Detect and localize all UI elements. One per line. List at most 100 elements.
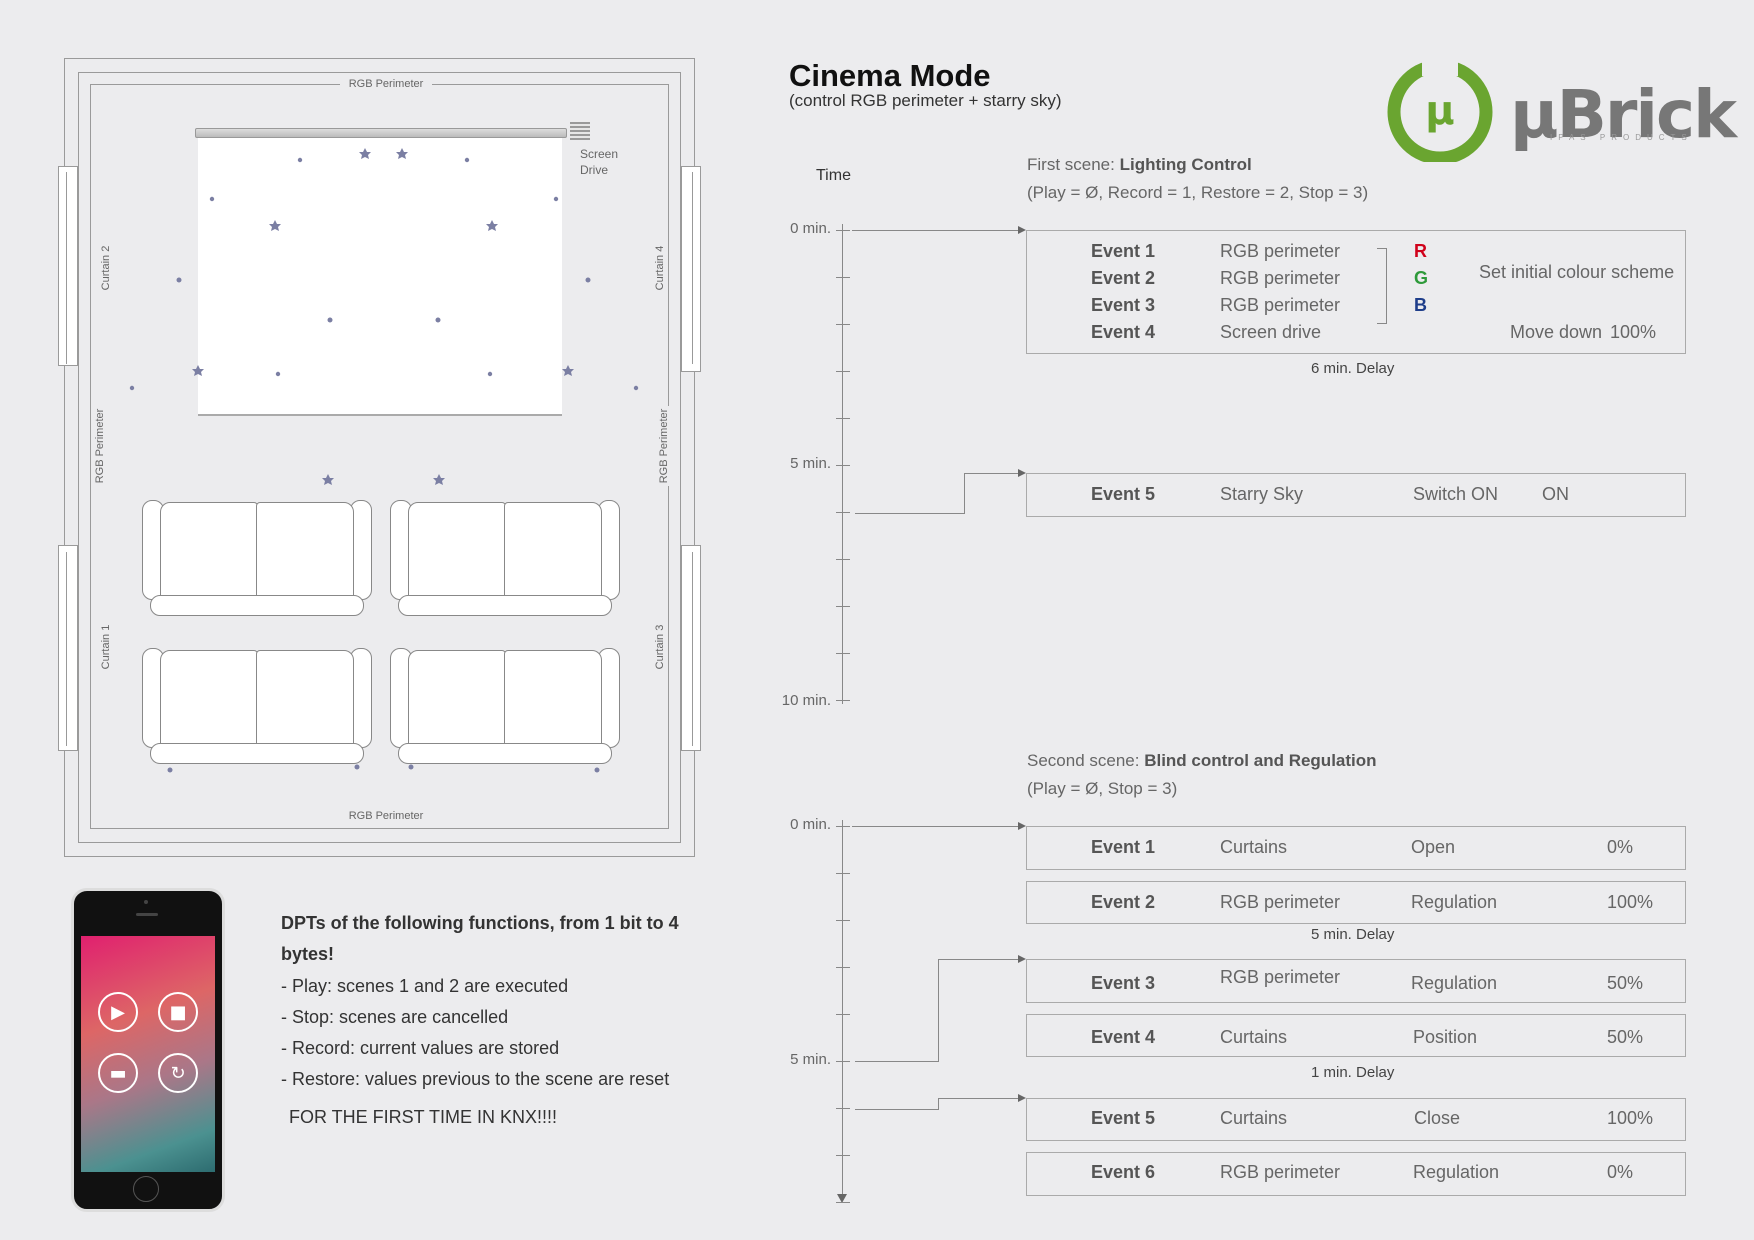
phone-screen bbox=[81, 936, 215, 1172]
stop-button[interactable]: ■ bbox=[158, 992, 198, 1032]
projection-screen bbox=[198, 130, 562, 416]
scene2-event6-action: Regulation bbox=[1413, 1162, 1500, 1182]
minute-tick bbox=[836, 371, 850, 372]
screen-drive-icon bbox=[570, 122, 590, 140]
scene1-event2-name: Event 2 bbox=[1091, 268, 1156, 288]
minute-tick bbox=[836, 700, 850, 701]
star-icon bbox=[297, 157, 303, 163]
star-icon bbox=[275, 371, 281, 377]
scene1-event3-target: RGB perimeter bbox=[1220, 295, 1341, 315]
floor-plan-middle-wall bbox=[78, 72, 681, 843]
rgb-perimeter-bottom-label: RGB Perimeter bbox=[340, 811, 432, 822]
scene2-event2-action: Regulation bbox=[1411, 892, 1498, 912]
minute-tick bbox=[836, 967, 850, 968]
phone-home-button bbox=[133, 1176, 159, 1202]
scene2-event3-box bbox=[1026, 959, 1686, 1003]
scene2-event6-box bbox=[1026, 1152, 1686, 1196]
scene2-connector-5b bbox=[938, 1098, 939, 1110]
record-button[interactable]: ▬ bbox=[98, 1053, 138, 1093]
scene2-event2-target: RGB perimeter bbox=[1220, 892, 1341, 912]
star-icon bbox=[553, 196, 559, 202]
dpt-line-stop: - Stop: scenes are cancelled bbox=[281, 1007, 509, 1027]
page-subtitle: (control RGB perimeter + starry sky) bbox=[789, 91, 1062, 110]
scene2-connector-3c bbox=[938, 959, 1020, 960]
scene1-event4-target: Screen drive bbox=[1220, 322, 1322, 342]
scene2-event1-target: Curtains bbox=[1220, 837, 1288, 857]
screen-value: 100% bbox=[1610, 322, 1657, 342]
channel-r: R bbox=[1414, 241, 1427, 261]
minute-tick bbox=[836, 1155, 850, 1156]
phone-camera bbox=[144, 900, 148, 904]
scene1-event4-name: Event 4 bbox=[1091, 322, 1156, 342]
logo-tagline: IPAS PRODUCTS bbox=[1550, 133, 1693, 142]
arrow-down-icon bbox=[837, 1194, 847, 1203]
curtain-4-line bbox=[692, 172, 693, 364]
scene2-delay-2: 1 min. Delay bbox=[1311, 1064, 1395, 1081]
scene2-controls: (Play = Ø, Stop = 3) bbox=[1027, 779, 1178, 798]
scene2-event3-target: RGB perimeter bbox=[1220, 967, 1341, 987]
scene2-event4-value: 50% bbox=[1607, 1027, 1644, 1047]
curtain-2-line bbox=[66, 172, 67, 364]
scene2-tick-0: 0 min. bbox=[790, 816, 831, 833]
scene2-event3-value: 50% bbox=[1607, 973, 1644, 993]
scene2-event1-name: Event 1 bbox=[1091, 837, 1156, 857]
scene1-event3-name: Event 3 bbox=[1091, 295, 1156, 315]
dpt-line-record: - Record: current values are stored bbox=[281, 1038, 560, 1058]
minute-tick bbox=[836, 873, 850, 874]
star-icon bbox=[594, 767, 600, 773]
dpt-line-restore: - Restore: values previous to the scene … bbox=[281, 1069, 670, 1089]
logo-wordmark: µBrick bbox=[1510, 76, 1737, 153]
scene2-event4-action: Position bbox=[1413, 1027, 1478, 1047]
channel-g: G bbox=[1414, 268, 1429, 288]
window-right-bottom bbox=[681, 545, 701, 751]
scene1-delay: 6 min. Delay bbox=[1311, 360, 1395, 377]
scene2-delay-1: 5 min. Delay bbox=[1311, 926, 1395, 943]
scene2-event3-action: Regulation bbox=[1411, 973, 1498, 993]
scene2-event6-value: 0% bbox=[1607, 1162, 1634, 1182]
restore-button[interactable]: ↻ bbox=[158, 1053, 198, 1093]
scene2-connector-0 bbox=[852, 826, 1022, 827]
star-icon bbox=[269, 220, 281, 231]
scene2-event6-name: Event 6 bbox=[1091, 1162, 1156, 1182]
star-icon bbox=[435, 317, 441, 323]
scene1-controls: (Play = Ø, Record = 1, Restore = 2, Stop… bbox=[1027, 183, 1369, 202]
scene1-title: First scene: Lighting Control bbox=[1027, 151, 1252, 178]
star-icon bbox=[209, 196, 215, 202]
play-button[interactable]: ▶ bbox=[98, 992, 138, 1032]
time-axis-label: Time bbox=[816, 167, 851, 184]
curtain-3-line bbox=[692, 552, 693, 746]
star-icon bbox=[322, 474, 334, 485]
scene2-connector-5c bbox=[938, 1098, 1020, 1099]
scene1-tick-5: 5 min. bbox=[790, 455, 831, 472]
scene1-time-axis bbox=[842, 224, 843, 704]
star-icon bbox=[327, 317, 333, 323]
scene2-event4-name: Event 4 bbox=[1091, 1027, 1156, 1047]
scene2-event5-name: Event 5 bbox=[1091, 1108, 1156, 1128]
floor-plan-outer-wall bbox=[64, 58, 695, 857]
scene1-connector-0 bbox=[852, 230, 1022, 231]
sofa-back-right bbox=[390, 648, 620, 764]
svg-text:µ: µ bbox=[1425, 88, 1454, 134]
ubrick-logo-icon: µ bbox=[1387, 62, 1493, 162]
star-icon bbox=[354, 764, 360, 770]
scene2-event5-box bbox=[1026, 1098, 1686, 1141]
window-right-top bbox=[681, 166, 701, 372]
star-icon bbox=[486, 220, 498, 231]
scene1-tick-0: 0 min. bbox=[790, 220, 831, 237]
star-icon bbox=[633, 385, 639, 391]
star-icon bbox=[129, 385, 135, 391]
minute-tick bbox=[836, 1202, 850, 1203]
scene2-event2-box bbox=[1026, 881, 1686, 924]
minute-tick bbox=[836, 1014, 850, 1015]
scene2-time-axis bbox=[842, 820, 843, 1196]
dpt-heading: DPTs of the following functions, from 1 … bbox=[281, 913, 679, 964]
scene1-event5-name: Event 5 bbox=[1091, 484, 1156, 504]
scene1-event5-target: Starry Sky bbox=[1220, 484, 1304, 504]
scene2-event4-target: Curtains bbox=[1220, 1027, 1288, 1047]
scene1-prefix: First scene: bbox=[1027, 155, 1115, 174]
arrowhead-icon bbox=[1018, 226, 1026, 234]
minute-tick bbox=[836, 653, 850, 654]
sofa-back-left bbox=[142, 648, 372, 764]
scene1-tick-10: 10 min. bbox=[781, 692, 831, 709]
scene2-event5-target: Curtains bbox=[1220, 1108, 1288, 1128]
